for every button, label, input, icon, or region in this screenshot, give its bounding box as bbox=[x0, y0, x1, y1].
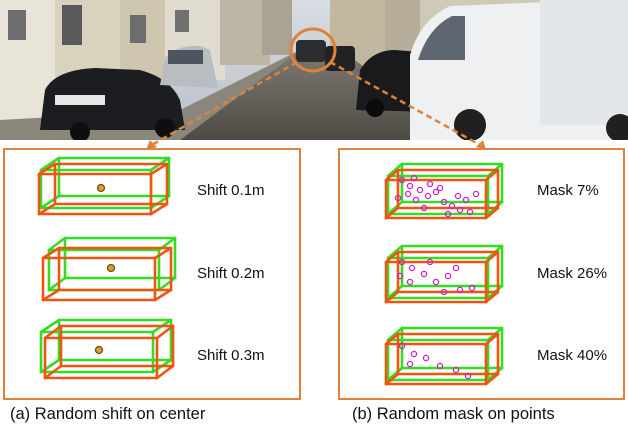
shifted-box-1 bbox=[37, 156, 171, 216]
lidar-point bbox=[440, 288, 448, 296]
masked-box bbox=[384, 332, 500, 386]
masked-box-2 bbox=[384, 244, 504, 304]
shifted-box-3 bbox=[39, 318, 175, 380]
lidar-point bbox=[452, 264, 460, 272]
shift-label-1: Shift 0.1m bbox=[197, 182, 265, 199]
lidar-point bbox=[444, 210, 452, 218]
lidar-point bbox=[426, 258, 434, 266]
lidar-point bbox=[404, 190, 412, 198]
lidar-point bbox=[432, 278, 440, 286]
lidar-point bbox=[398, 342, 406, 350]
lidar-point bbox=[452, 366, 460, 374]
lidar-point bbox=[432, 188, 440, 196]
lidar-point bbox=[410, 350, 418, 358]
shifted-box bbox=[37, 162, 169, 216]
lidar-point bbox=[462, 196, 470, 204]
lidar-point bbox=[444, 272, 452, 280]
lidar-point bbox=[424, 192, 432, 200]
lidar-point bbox=[426, 180, 434, 188]
shifted-box-2 bbox=[41, 236, 177, 302]
lidar-point bbox=[396, 272, 404, 280]
shifted-box bbox=[43, 324, 175, 380]
lidar-point bbox=[436, 362, 444, 370]
center-point bbox=[96, 183, 106, 193]
lidar-point bbox=[398, 176, 406, 184]
lidar-point bbox=[422, 354, 430, 362]
lidar-point bbox=[440, 198, 448, 206]
lidar-point bbox=[456, 286, 464, 294]
lidar-point bbox=[406, 278, 414, 286]
masked-box-1 bbox=[384, 162, 504, 220]
center-point bbox=[94, 345, 104, 355]
panel-random-shift: Shift 0.1m Shift 0.2m Shift 0.3m bbox=[3, 148, 301, 400]
lidar-point bbox=[412, 196, 420, 204]
street-scene-photo bbox=[0, 0, 628, 140]
shift-label-2: Shift 0.2m bbox=[197, 265, 265, 282]
masked-box-3 bbox=[384, 326, 504, 386]
shifted-box bbox=[41, 246, 173, 302]
lidar-point bbox=[398, 258, 406, 266]
masked-box bbox=[384, 250, 500, 304]
caption-b: (b) Random mask on points bbox=[352, 405, 555, 423]
lidar-point bbox=[416, 186, 424, 194]
lidar-point bbox=[468, 284, 476, 292]
lidar-point bbox=[408, 264, 416, 272]
lidar-point bbox=[448, 202, 456, 210]
lidar-point bbox=[464, 372, 472, 380]
shift-label-3: Shift 0.3m bbox=[197, 347, 265, 364]
mask-label-2: Mask 26% bbox=[537, 265, 608, 282]
masked-box bbox=[384, 168, 500, 220]
lidar-point bbox=[466, 208, 474, 216]
mask-label-3: Mask 40% bbox=[537, 347, 608, 364]
lidar-point bbox=[406, 182, 414, 190]
lidar-point bbox=[456, 206, 464, 214]
mask-label-1: Mask 7% bbox=[537, 182, 599, 199]
lidar-point bbox=[454, 192, 462, 200]
lidar-point bbox=[472, 190, 480, 198]
lidar-point bbox=[410, 174, 418, 182]
lidar-point bbox=[436, 184, 444, 192]
lidar-point bbox=[394, 194, 402, 202]
caption-a: (a) Random shift on center bbox=[10, 405, 206, 423]
center-point bbox=[106, 263, 116, 273]
lidar-point bbox=[420, 270, 428, 278]
lidar-point bbox=[406, 360, 414, 368]
panel-random-mask: Mask 7% Mask 26% Mask 40% bbox=[338, 148, 625, 400]
lidar-point bbox=[420, 204, 428, 212]
